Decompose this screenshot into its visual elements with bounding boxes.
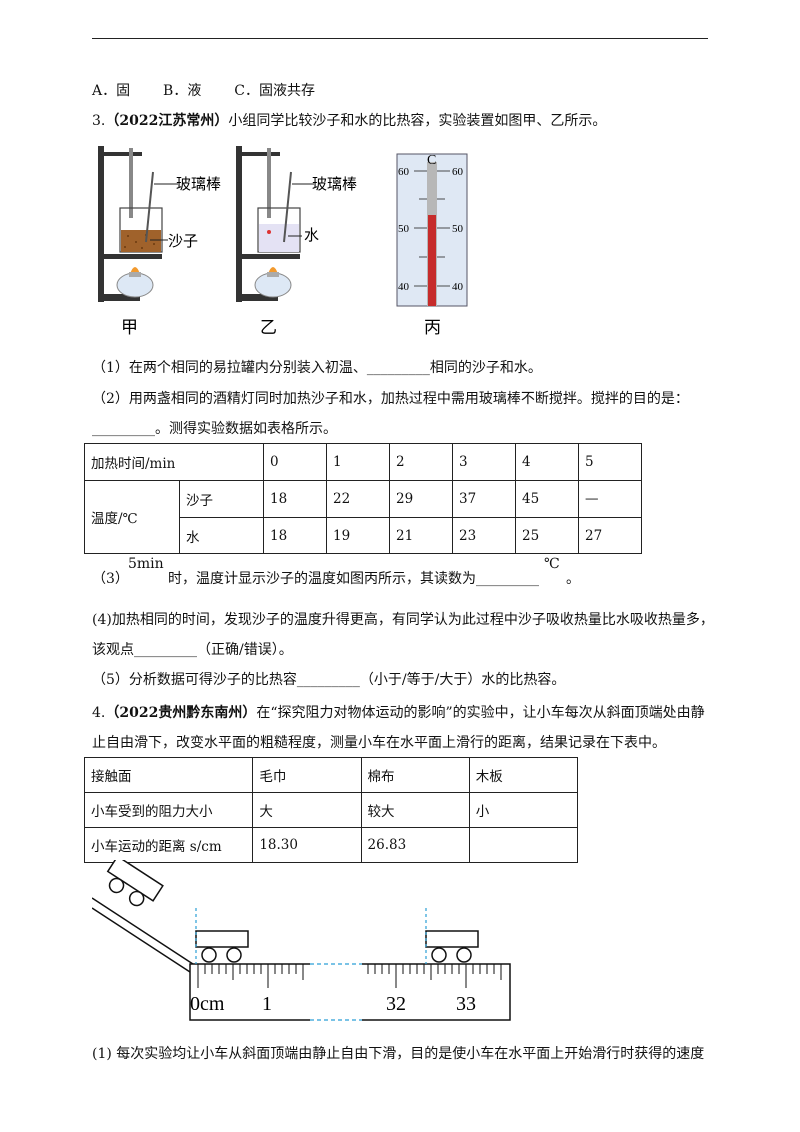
table-cell: 25 bbox=[515, 517, 579, 554]
temp-header: 温度/℃ bbox=[84, 480, 180, 554]
table-header-cell: 木板 bbox=[468, 757, 579, 793]
incline bbox=[92, 897, 197, 973]
car-on-incline bbox=[106, 860, 164, 907]
ruler-label-1: 1 bbox=[262, 993, 272, 1015]
q3-data-table: 加热时间/min 0 1 2 3 4 5 温度/℃ 沙子 18 22 29 37… bbox=[84, 443, 642, 554]
table-header-cell: 接触面 bbox=[83, 757, 254, 793]
table-cell: 27 bbox=[578, 517, 642, 554]
q3-sub2-b: _________。测得实验数据如表格所示。 bbox=[92, 421, 337, 437]
header-rule bbox=[92, 38, 708, 39]
label-bing: 丙 bbox=[424, 318, 441, 337]
q3-number: 3. bbox=[92, 113, 106, 129]
time-cell: 1 bbox=[326, 443, 390, 481]
thermo-tick-60-right: 60 bbox=[452, 166, 464, 178]
q3-stem-text: 小组同学比较沙子和水的比热容，实验装置如图甲、乙所示。 bbox=[228, 113, 607, 129]
q3-sub2-a: （2）用两盏相同的酒精灯同时加热沙子和水，加热过程中需用玻璃棒不断搅拌。搅拌的目… bbox=[92, 391, 689, 407]
q4-stem-b: 止自由滑下，改变水平面的粗糙程度，测量小车在水平面上滑行的距离，结果记录在下表中… bbox=[92, 735, 666, 751]
option-a[interactable]: A．固 bbox=[92, 83, 131, 99]
sub3-end: 。 bbox=[566, 571, 580, 587]
apparatus-jia bbox=[98, 146, 178, 302]
thermo-tick-40-right: 40 bbox=[452, 281, 464, 293]
label-jia: 甲 bbox=[121, 318, 138, 337]
thermo-tick-50-left: 50 bbox=[398, 223, 410, 235]
ruler-label-33: 33 bbox=[456, 993, 476, 1015]
table-cell: 45 bbox=[515, 480, 579, 518]
q3-sub5: （5）分析数据可得沙子的比热容_________（小于/等于/大于）水的比热容。 bbox=[92, 672, 566, 688]
table-cell: 19 bbox=[326, 517, 390, 554]
thermometer-bing bbox=[396, 153, 468, 307]
q2-options: A．固 B．液 C．固液共存 bbox=[92, 80, 315, 100]
sand-label: 沙子 bbox=[168, 233, 198, 250]
rod-label-yi: 玻璃棒 bbox=[312, 176, 357, 193]
apparatus-yi bbox=[236, 146, 314, 302]
time-cell: 3 bbox=[452, 443, 516, 481]
q4-source: （2022贵州黔东南州） bbox=[105, 705, 257, 721]
table-row: 小车运动的距离 s/cm 18.30 26.83 bbox=[83, 827, 579, 863]
q3-source: （2022江苏常州） bbox=[105, 113, 229, 129]
table-header-cell: 毛巾 bbox=[252, 757, 362, 793]
q4-sub1: (1) 每次实验均让小车从斜面顶端由静止自由下滑，目的是使小车在水平面上开始滑行… bbox=[92, 1046, 705, 1062]
q4-figure: 0cm 1 32 33 bbox=[92, 860, 511, 1024]
table-cell: 29 bbox=[389, 480, 453, 518]
row-name-water: 水 bbox=[179, 517, 264, 554]
car-start bbox=[195, 930, 249, 963]
thermo-tick-60-left: 60 bbox=[398, 166, 410, 178]
table-cell: 较大 bbox=[360, 792, 470, 828]
sub3-text: 时，温度计显示沙子的温度如图丙所示，其读数为_________ bbox=[168, 571, 539, 587]
sub3-time: 5min bbox=[128, 556, 164, 572]
q4-number: 4. bbox=[92, 705, 106, 721]
table-cell: 37 bbox=[452, 480, 516, 518]
time-cell: 2 bbox=[389, 443, 453, 481]
table-row: 小车受到的阻力大小 大 较大 小 bbox=[83, 792, 579, 828]
rod-label-jia: 玻璃棒 bbox=[176, 176, 221, 193]
ruler-label-0cm: 0cm bbox=[190, 993, 225, 1015]
ruler-label-32: 32 bbox=[386, 993, 406, 1015]
ruler-ticks-left bbox=[197, 964, 304, 988]
q3-sub4-b: 该观点_________（正确/错误）。 bbox=[92, 642, 293, 658]
table-header-cell: 棉布 bbox=[360, 757, 470, 793]
table-cell: 23 bbox=[452, 517, 516, 554]
q3-figure: 玻璃棒 沙子 甲 玻璃棒 水 乙 C 60 60 50 50 bbox=[98, 146, 468, 337]
q4-stem-a: 4.（2022贵州黔东南州）在“探究阻力对物体运动的影响”的实验中，让小车每次从… bbox=[92, 702, 705, 722]
row-name-sand: 沙子 bbox=[179, 480, 264, 518]
table-cell: — bbox=[578, 480, 642, 518]
q3-sub4-a: (4)加热相同的时间，发现沙子的温度升得更高，有同学认为此过程中沙子吸收热量比水… bbox=[92, 612, 714, 628]
table-cell: 小车运动的距离 s/cm bbox=[83, 827, 254, 863]
table-cell bbox=[468, 827, 579, 863]
label-yi: 乙 bbox=[260, 318, 277, 337]
sub3-unit: ℃ bbox=[544, 556, 560, 572]
table-cell: 小 bbox=[468, 792, 579, 828]
option-c[interactable]: C．固液共存 bbox=[234, 83, 315, 99]
q4-stem-text: 在“探究阻力对物体运动的影响”的实验中，让小车每次从斜面顶端处由静 bbox=[256, 705, 705, 721]
thermo-tick-50-right: 50 bbox=[452, 223, 464, 235]
time-cell: 0 bbox=[263, 443, 327, 481]
thermo-tick-40-left: 40 bbox=[398, 281, 410, 293]
table-cell: 小车受到的阻力大小 bbox=[83, 792, 254, 828]
ruler-break bbox=[310, 958, 362, 1024]
q3-sub3: （3） bbox=[92, 568, 129, 588]
q3-sub1: （1）在两个相同的易拉罐内分别装入初温、_________相同的沙子和水。 bbox=[92, 360, 542, 376]
table-cell: 大 bbox=[252, 792, 362, 828]
q4-data-table: 接触面 毛巾 棉布 木板 小车受到的阻力大小 大 较大 小 小车运动的距离 s/… bbox=[83, 757, 579, 863]
water-label: 水 bbox=[304, 227, 319, 244]
table-cell: 18.30 bbox=[252, 827, 362, 863]
sub3-prefix: （3） bbox=[92, 571, 129, 587]
table-cell: 18 bbox=[263, 517, 327, 554]
table-row: 温度/℃ 沙子 18 22 29 37 45 — bbox=[84, 480, 642, 554]
table-row: 加热时间/min 0 1 2 3 4 5 bbox=[84, 443, 642, 481]
table-cell: 22 bbox=[326, 480, 390, 518]
time-header: 加热时间/min bbox=[84, 443, 264, 481]
table-row: 水 18 19 21 23 25 27 bbox=[85, 517, 642, 554]
table-row: 接触面 毛巾 棉布 木板 bbox=[83, 757, 579, 793]
ruler-ticks-right bbox=[367, 964, 502, 988]
thermo-unit: C bbox=[427, 153, 436, 168]
option-b[interactable]: B．液 bbox=[163, 83, 202, 99]
q3-stem: 3.（2022江苏常州）小组同学比较沙子和水的比热容，实验装置如图甲、乙所示。 bbox=[92, 110, 606, 130]
table-cell: 26.83 bbox=[360, 827, 470, 863]
car-end bbox=[425, 930, 479, 963]
table-cell: 18 bbox=[263, 480, 327, 518]
time-cell: 5 bbox=[578, 443, 642, 481]
time-cell: 4 bbox=[515, 443, 579, 481]
table-cell: 21 bbox=[389, 517, 453, 554]
